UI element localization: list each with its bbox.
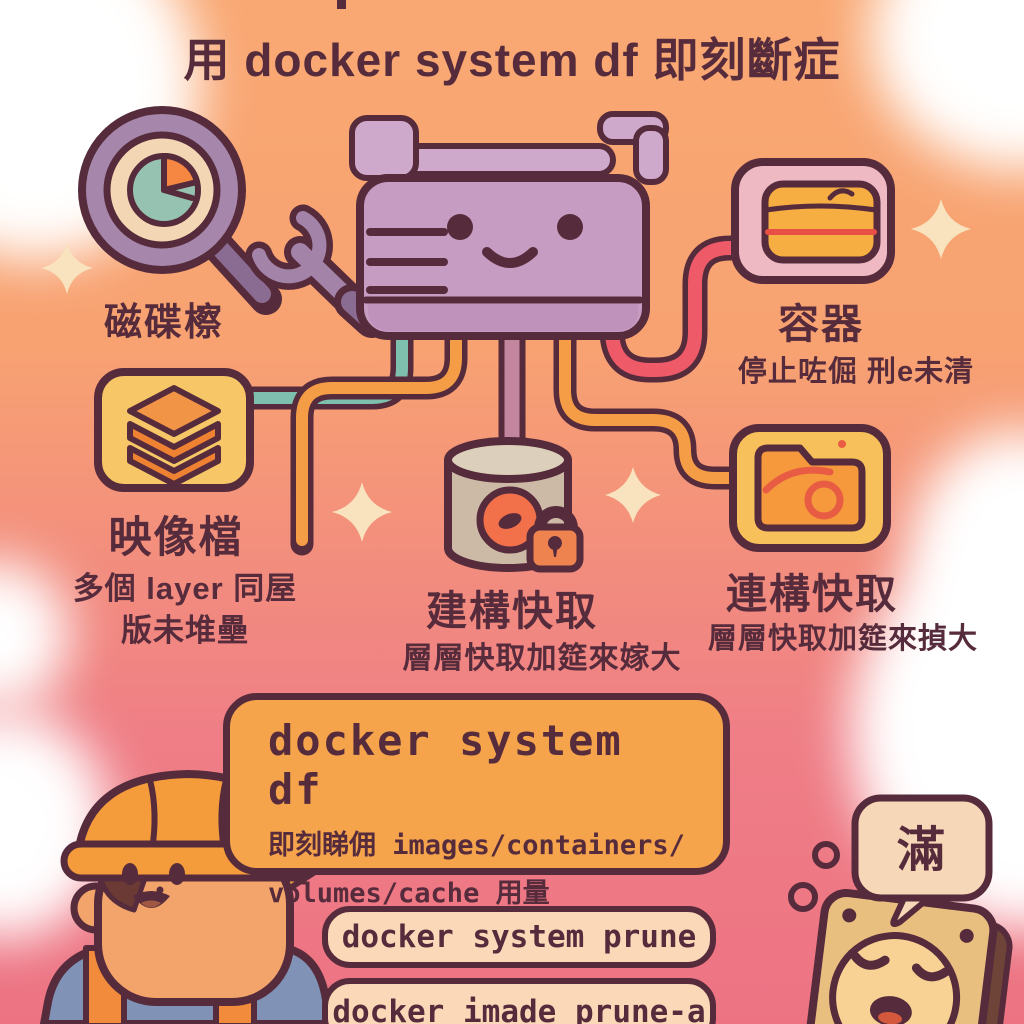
container-label: 容器: [778, 301, 864, 347]
box-eye-right: [557, 214, 583, 240]
images-subtitle-line2: 版未堆壘: [121, 613, 249, 648]
page-title: 用 docker system df 即刻斷症: [183, 34, 841, 86]
worker-eye-right: [169, 863, 185, 885]
container-box-icon: [731, 158, 895, 284]
connector-orange-right: [553, 314, 752, 490]
build-cache-label: 建構快取: [426, 588, 598, 634]
images-label: 映像檔: [108, 514, 244, 562]
df-description-line1: 即刻睇佣 images/containers/: [268, 830, 685, 861]
run-cache-label: 連構快取: [726, 571, 898, 617]
box-smile: [482, 247, 538, 268]
magnifier-pie-chart-icon: [78, 106, 282, 315]
folder-icon: [729, 424, 891, 552]
smiling-server-box: [349, 111, 669, 340]
df-description-line2: volumes/cache 用量: [268, 878, 550, 909]
stacked-layers-icon: [94, 368, 254, 492]
image-prune-command-pill: docker imade prune-a: [322, 978, 716, 1024]
cutoff-text-speck: [337, 0, 346, 9]
thought-bubble: [788, 794, 993, 928]
disk-eye-right: [911, 963, 951, 982]
worker-eye-left: [122, 863, 138, 885]
speech-bubble: docker system df 即刻睇佣 images/containers/…: [223, 693, 730, 909]
connector-orange-left: [290, 314, 468, 556]
box-eye-left: [447, 214, 473, 240]
thought-bubble-text: 滿: [896, 824, 945, 877]
images-subtitle-line1: 多個 layer 同屋: [72, 571, 298, 606]
df-command-text: docker system df: [268, 716, 623, 814]
connector-red: [599, 235, 755, 383]
disk-usage-label: 磁碟檫: [103, 302, 224, 344]
disk-eye-left: [850, 951, 890, 970]
sparkle-icons: [41, 199, 971, 542]
volume-cylinder-lock-icon: [444, 437, 584, 573]
prune-command-pill: docker system prune: [322, 906, 716, 968]
build-cache-subtitle: 層層快取加筵來嫁大: [402, 642, 682, 675]
run-cache-subtitle: 層層快取加筵來揁大: [707, 623, 978, 655]
container-subtitle: 停止咗倔 刑e未清: [737, 356, 975, 388]
